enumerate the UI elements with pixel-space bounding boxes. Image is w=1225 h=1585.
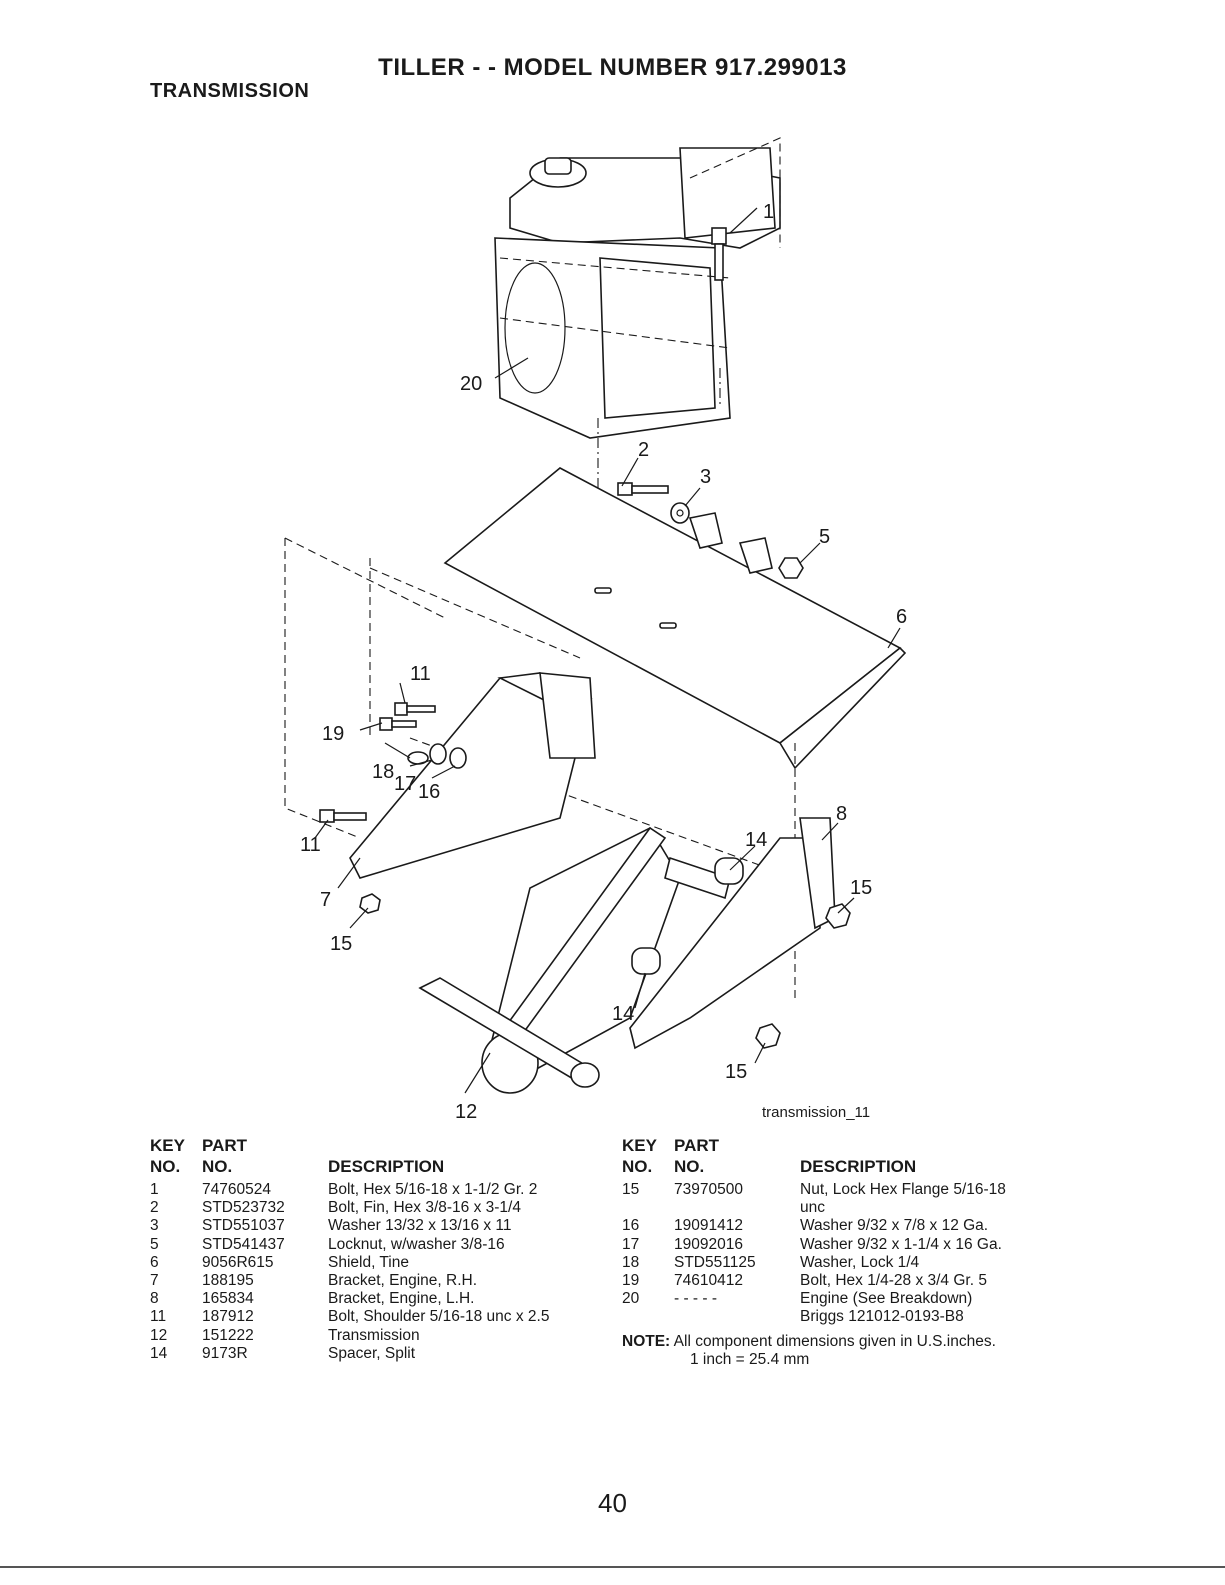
callout-14-upper: 14: [745, 829, 767, 851]
bolt-2-washer-3-nut-5-drawing: [617, 482, 804, 579]
callout-5: 5: [819, 526, 830, 548]
header-key-right: KEY: [622, 1136, 657, 1155]
callout-18: 18: [372, 761, 394, 783]
header-key-no-right: NO.: [622, 1157, 653, 1176]
callout-20: 20: [460, 373, 482, 395]
callout-15-right: 15: [850, 877, 872, 899]
callout-17: 17: [394, 773, 416, 795]
bolts-11-19-washers-drawing: [319, 702, 467, 914]
note-line-2: 1 inch = 25.4 mm: [690, 1350, 810, 1368]
callout-19: 19: [322, 723, 344, 745]
callout-11-upper: 11: [410, 663, 431, 685]
callout-2: 2: [638, 439, 649, 461]
page-number: 40: [598, 1488, 627, 1518]
transmission-drawing: [418, 826, 731, 1094]
tine-shield-drawing: [443, 467, 907, 770]
note-label: NOTE:: [622, 1332, 671, 1350]
callout-14-lower: 14: [612, 1003, 634, 1025]
header-part-right: PART: [674, 1136, 720, 1155]
callout-3: 3: [700, 466, 711, 488]
header-description: DESCRIPTION: [328, 1157, 445, 1176]
nut-15-bottom-drawing: [755, 1023, 781, 1049]
diagram-svg: 1 2 3 5 6 7 8 11 11 12 14 14 15 15 15 15…: [284, 137, 907, 1118]
callout-1: 1: [763, 201, 774, 223]
header-part-no: NO.: [202, 1157, 233, 1176]
bolt-1-drawing: [711, 227, 727, 281]
nut-15-right-drawing: [825, 903, 851, 929]
dimensions-note: NOTE: All component dimensions given in …: [622, 1333, 1092, 1369]
header-part-no-right: NO.: [674, 1157, 705, 1176]
callout-16: 16: [418, 781, 440, 803]
parts-header-row-2: NO. NO. DESCRIPTION: [150, 1156, 610, 1177]
header-description-right: DESCRIPTION: [800, 1157, 917, 1176]
callout-7: 7: [320, 889, 331, 911]
exploded-parts-diagram: 1 2 3 5 6 7 8 11 11 12 14 14 15 15 15 15…: [260, 118, 940, 1118]
callout-8: 8: [836, 803, 847, 825]
table-row-continuation: Briggs 121012-0193-B8: [800, 1308, 964, 1326]
page-title: TILLER - - MODEL NUMBER 917.299013: [378, 54, 847, 81]
section-title: TRANSMISSION: [150, 80, 310, 102]
callout-11-lower: 11: [300, 834, 321, 856]
header-key-no: NO.: [150, 1157, 181, 1176]
parts-header-row-2-right: NO. NO. DESCRIPTION: [622, 1156, 1092, 1177]
parts-header-row-1: KEY PART: [150, 1135, 610, 1156]
spacer-14-lower-drawing: [631, 947, 661, 975]
header-part: PART: [202, 1136, 248, 1155]
header-key: KEY: [150, 1136, 185, 1155]
lh-bracket-drawing: [629, 817, 836, 1050]
table-row-continuation: unc: [800, 1199, 825, 1217]
parts-header-row-1-right: KEY PART: [622, 1135, 1092, 1156]
figure-id: transmission_11: [762, 1104, 871, 1121]
callout-15-left: 15: [330, 933, 352, 955]
note-line-1: All component dimensions given in U.S.in…: [673, 1332, 996, 1350]
bottom-rule: [0, 1566, 1225, 1568]
rh-bracket-drawing: [349, 672, 596, 879]
table-row: 20- - - - -Engine (See Breakdown): [622, 1290, 973, 1308]
engine-drawing: [494, 137, 781, 598]
callout-15-bottom: 15: [725, 1061, 747, 1083]
callout-6: 6: [896, 606, 907, 628]
callout-12: 12: [455, 1101, 477, 1118]
